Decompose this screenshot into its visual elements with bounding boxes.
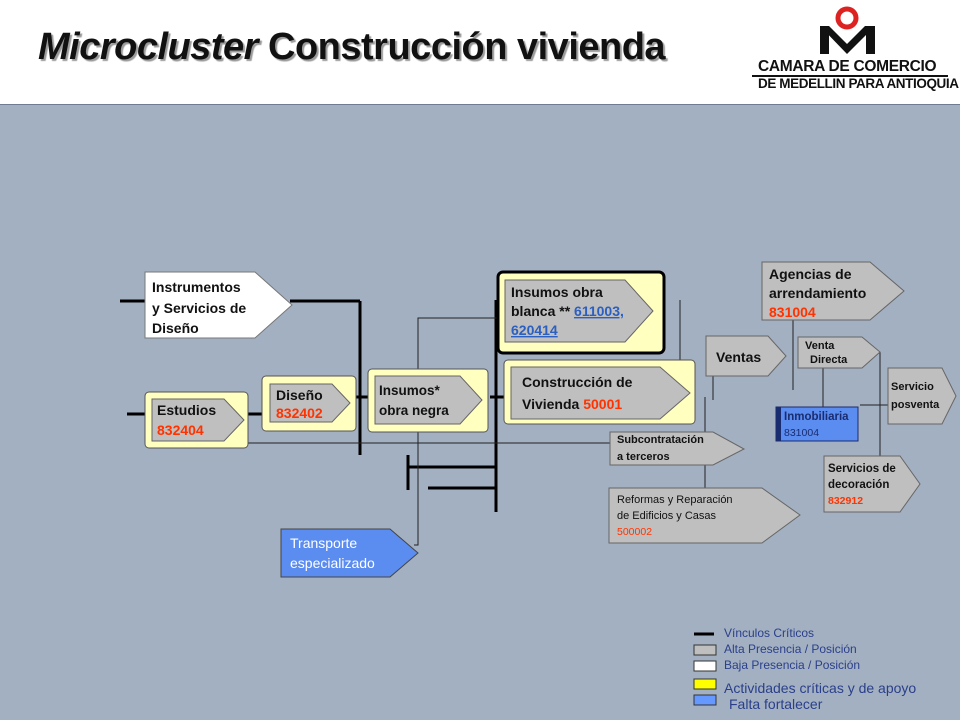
legend-swatch-low: [693, 660, 717, 672]
subcontratacion-line-1: Subcontratación: [617, 434, 704, 446]
title-rest: Construcción vivienda: [257, 26, 666, 68]
transporte-line-1: Transporte: [290, 535, 357, 551]
node-subcontratacion: Subcontratación a terceros: [609, 431, 746, 466]
transporte-line-2: especializado: [290, 555, 375, 571]
decoracion-code: 832912: [828, 495, 863, 507]
node-instrumentos: Instrumentos y Servicios de Diseño: [144, 271, 293, 339]
svg-text:Insumos* obra negra: Insumos* obra negra: [379, 383, 449, 418]
node-venta-directa: Venta Directa: [797, 336, 881, 369]
legend-strengthen: Falta fortalecer: [729, 696, 823, 712]
legend-low-presence: Baja Presencia / Posición: [724, 658, 860, 672]
node-inmobiliaria: Inmobiliaria 831004: [775, 406, 859, 442]
legend-critical-links: Vínculos Críticos: [724, 626, 814, 640]
estudios-code: 832404: [157, 422, 204, 438]
node-transporte: Transporte especializado: [280, 528, 419, 578]
venta-directa-line-2: Directa: [810, 354, 848, 366]
node-construccion: Construcción de Vivienda 50001: [503, 359, 696, 425]
node-servicio-posventa: Servicio posventa: [887, 367, 957, 425]
posventa-line-1: Servicio: [891, 381, 934, 393]
agencias-code: 831004: [769, 304, 816, 320]
reformas-code: 500002: [617, 526, 652, 538]
legend-critical-activities: Actividades críticas y de apoyo: [724, 680, 916, 696]
svg-text:Insumos obra blanca **: Insumos obra blanca ** 611003, 620414: [511, 284, 628, 338]
posventa-line-2: posventa: [891, 399, 940, 411]
legend-swatch-high: [693, 644, 717, 656]
venta-directa-line-1: Venta: [805, 340, 835, 352]
estudios-label: Estudios: [157, 402, 216, 418]
legend: Vínculos Críticos Alta Presencia / Posic…: [693, 626, 916, 712]
svg-text:Servicios de decoración: Servicios de decoración 832912: [828, 463, 899, 507]
node-reformas: Reformas y Reparación de Edificios y Cas…: [608, 487, 801, 544]
legend-high-presence: Alta Presencia / Posición: [724, 642, 857, 656]
logo-mark-icon: [820, 6, 875, 54]
svg-text:Agencias de arrendamient: Agencias de arrendamiento 831004: [769, 266, 870, 320]
construccion-line-1: Construcción de: [522, 374, 633, 390]
chamber-logo: CAMARA DE COMERCIO DE MEDELLIN PARA ANTI…: [748, 4, 959, 100]
ventas-label: Ventas: [716, 349, 761, 365]
svg-text:Servicio posventa: Servicio posventa: [891, 381, 940, 411]
subcontratacion-line-2: a terceros: [617, 451, 670, 463]
svg-text:Subcontratación a tercer: Subcontratación a terceros: [617, 434, 707, 463]
decoracion-line-2: decoración: [828, 479, 889, 491]
diseno-label: Diseño: [276, 387, 323, 403]
reformas-line-1: Reformas y Reparación: [617, 494, 733, 506]
diseno-code: 832402: [276, 405, 323, 421]
insumos-blanca-code-2: 620414: [511, 322, 558, 338]
node-estudios: Estudios 832404: [144, 391, 249, 449]
svg-text:Transporte especializado: Transporte especializado: [290, 535, 375, 571]
node-ventas: Ventas: [705, 335, 787, 377]
legend-swatch-critical-activities: [693, 678, 717, 690]
agencias-line-2: arrendamiento: [769, 285, 866, 301]
insumos-blanca-line-2: blanca **: [511, 303, 574, 319]
insumos-negra-line-2: obra negra: [379, 403, 449, 418]
legend-swatch-strengthen: [693, 694, 717, 706]
insumos-negra-line-1: Insumos*: [379, 383, 441, 398]
logo-name: CAMARA DE COMERCIO: [758, 58, 937, 75]
node-insumos-negra: Insumos* obra negra: [367, 368, 489, 433]
svg-text:Construcción de Vivienda: Construcción de Vivienda 50001: [522, 374, 636, 412]
node-servicios-decoracion: Servicios de decoración 832912: [823, 455, 921, 513]
svg-text:Reformas y Reparación de: Reformas y Reparación de Edificios y Cas…: [617, 494, 736, 538]
page-title: Microcluster Construcción vivienda: [38, 26, 666, 69]
frame-divider: [0, 104, 960, 105]
logo-subtitle: DE MEDELLIN PARA ANTIOQUIA: [758, 76, 959, 91]
construccion-line-2: Vivienda: [522, 396, 583, 412]
decoracion-line-1: Servicios de: [828, 463, 896, 475]
header: Microcluster Construcción vivienda CAMAR…: [0, 0, 960, 104]
svg-text:Venta Directa: Venta Directa: [805, 340, 848, 366]
inmobiliaria-label: Inmobiliaria: [784, 411, 849, 423]
construccion-code: 50001: [583, 396, 622, 412]
insumos-blanca-code-1: 611003,: [574, 303, 624, 319]
node-diseno: Diseño 832402: [261, 375, 357, 432]
title-italic: Microcluster: [38, 26, 258, 68]
reformas-line-2: de Edificios y Casas: [617, 510, 717, 522]
logo-rule: [752, 75, 948, 77]
node-insumos-blanca: Insumos obra blanca ** 611003, 620414: [496, 270, 666, 355]
node-agencias: Agencias de arrendamiento 831004: [761, 261, 905, 321]
insumos-blanca-line-1: Insumos obra: [511, 284, 603, 300]
instrumentos-line-1: Instrumentos: [152, 279, 241, 295]
instrumentos-line-3: Diseño: [152, 320, 199, 336]
svg-text:Instrumentos y Servicios: Instrumentos y Servicios de Diseño: [152, 279, 250, 336]
instrumentos-line-2: y Servicios de: [152, 300, 246, 316]
inmobiliaria-code: 831004: [784, 427, 819, 439]
agencias-line-1: Agencias de: [769, 266, 852, 282]
